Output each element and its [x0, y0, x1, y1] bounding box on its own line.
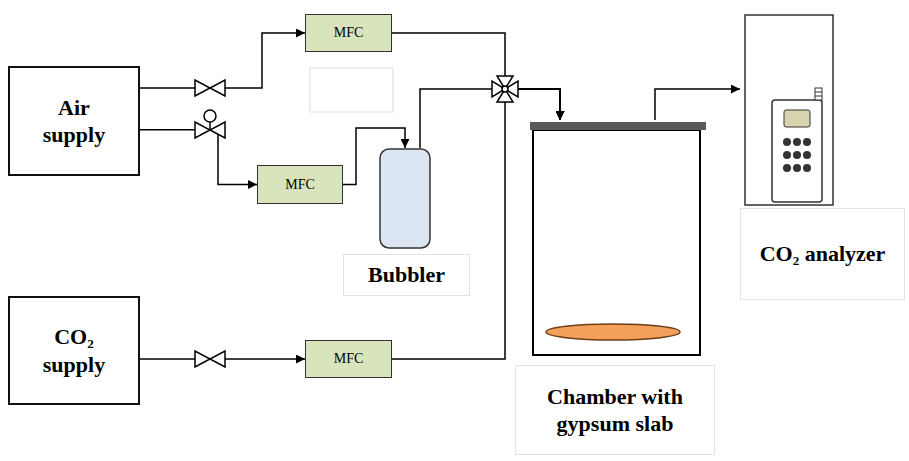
mfc-label: MFC — [285, 177, 315, 192]
valve-symbol — [195, 80, 225, 96]
four-way-valve — [492, 76, 518, 102]
needle-valve-symbol — [195, 110, 225, 138]
pipe-connector — [655, 89, 740, 120]
pipe-connector — [392, 33, 560, 120]
mfc-label: MFC — [334, 25, 364, 40]
node-label: CO₂ supply — [29, 323, 119, 378]
supply-box: Air supply — [8, 66, 140, 176]
bubbler: Bubbler — [343, 148, 470, 298]
empty-box — [310, 68, 393, 112]
node-label: CO₂ analyzer — [760, 240, 886, 268]
node-label: Bubbler — [368, 261, 445, 289]
mass-flow-controller: MFC — [305, 14, 392, 52]
node-label: Air supply — [29, 94, 119, 149]
label-frame: CO₂ analyzer — [740, 208, 905, 300]
co2-analyzer: CO₂ analyzer — [740, 14, 905, 304]
node-label: Chamber with gypsum slab — [523, 383, 707, 438]
pipe-connector — [140, 33, 305, 88]
mass-flow-controller: MFC — [305, 340, 392, 378]
valve-symbol — [195, 351, 225, 367]
mfc-label: MFC — [334, 351, 364, 366]
chamber: Chamber with gypsum slab — [515, 120, 715, 458]
supply-box: CO₂ supply — [8, 296, 140, 405]
pipe-connector — [140, 130, 257, 185]
label-frame: Chamber with gypsum slab — [515, 365, 715, 455]
mass-flow-controller: MFC — [257, 165, 343, 204]
label-frame: Bubbler — [343, 254, 470, 296]
